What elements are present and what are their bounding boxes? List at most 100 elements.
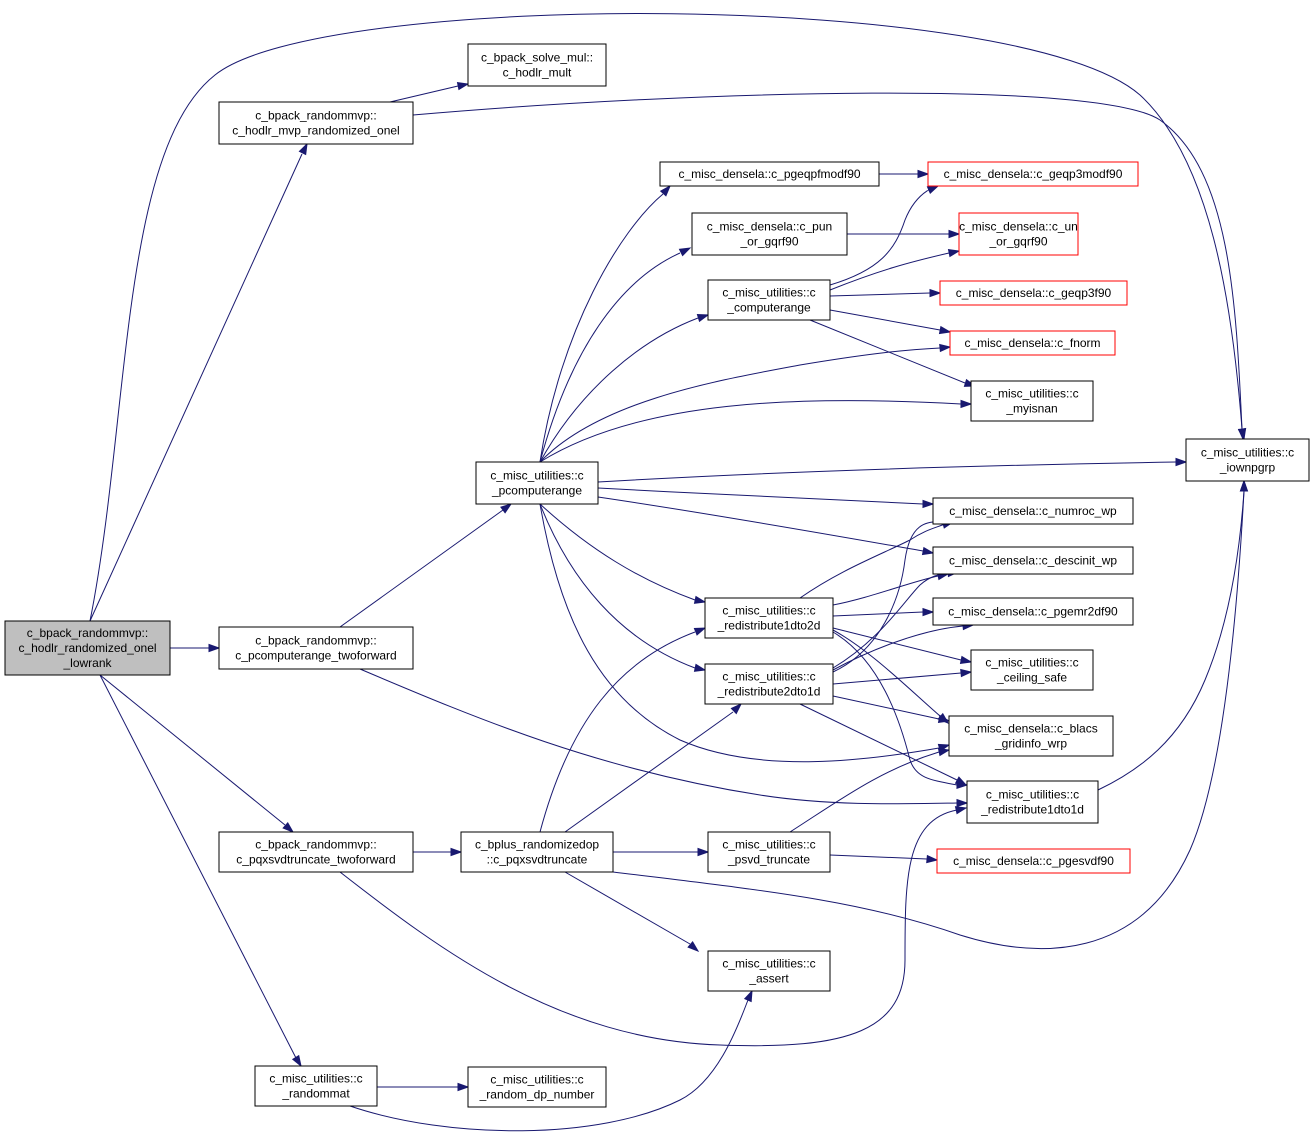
node-box [949,330,1116,356]
node-redist2d1d[interactable]: c_misc_utilities::c_redistribute2dto1d [704,663,834,705]
node-label: c_misc_densela::c_geqp3modf90 [944,167,1123,181]
arrow-head [208,643,221,653]
node-fnorm[interactable]: c_misc_densela::c_fnorm [949,330,1116,356]
node-iownpgrp[interactable]: c_misc_utilities::c_iownpgrp [1185,438,1310,482]
node-box [659,161,880,187]
arrow-head [960,399,973,409]
node-hodlr-mvp[interactable]: c_bpack_randommvp::c_hodlr_mvp_randomize… [218,101,414,145]
edge-pcomputerange-myisnan [539,399,973,463]
edge-line [539,252,681,463]
node-geqp3f[interactable]: c_misc_densela::c_geqp3f90 [939,280,1128,306]
node-random-dp[interactable]: c_misc_utilities::c_random_dp_number [467,1066,607,1108]
edge-randommat-random_dp [377,1082,470,1092]
node-label: ::c_pqxsvdtruncate [487,853,588,867]
node-pqxsvd[interactable]: c_bplus_randomizedop::c_pqxsvdtruncate [460,831,614,873]
node-computerange[interactable]: c_misc_utilities::c_computerange [707,279,831,321]
node-label: c_bpack_randommvp:: [255,838,376,852]
node-psvd[interactable]: c_misc_utilities::c_psvd_truncate [707,831,831,873]
edge-line [789,751,940,833]
node-box [927,161,1139,187]
edge-line [389,85,459,103]
edge-line [832,627,962,661]
arrow-head [1175,457,1188,467]
edge-line [597,487,924,505]
edge-root-pqxsvd_two [99,674,295,833]
arrow-head [659,184,672,197]
arrow-head [693,663,707,672]
edge-redist2d1d-pgemr2d [832,621,975,671]
node-assert[interactable]: c_misc_utilities::c_assert [707,950,831,992]
edge-redist1d2d-ceiling [832,627,973,665]
edge-line [832,672,962,685]
arrow-head [926,185,940,195]
node-pgemr2d[interactable]: c_misc_densela::c_pgemr2df90 [932,597,1134,626]
arrow-head [929,288,942,298]
node-label: _iownpgrp [1219,461,1276,475]
node-hodlr-mult[interactable]: c_bpack_solve_mul::c_hodlr_mult [467,43,607,87]
node-label: _redistribute1dto1d [980,803,1084,817]
node-label: c_misc_densela::c_geqp3f90 [956,286,1112,300]
edge-line [412,92,1243,430]
node-box [958,212,1079,256]
node-label: c_misc_densela::c_un [959,220,1078,234]
node-blacs[interactable]: c_misc_densela::c_blacs_gridinfo_wrp [948,715,1114,757]
node-pgesvd[interactable]: c_misc_densela::c_pgesvdf90 [936,848,1131,874]
arrow-head [937,748,951,757]
arrow-head [500,503,513,514]
edge-root-pcomp_two [170,643,221,653]
edge-line [564,711,734,833]
node-myisnan[interactable]: c_misc_utilities::c_myisnan [970,380,1094,422]
node-un-or[interactable]: c_misc_densela::c_un_or_gqrf90 [958,212,1079,256]
call-edges [89,13,1249,1132]
edge-pcomp_two-pcomputerange [339,503,513,628]
arrow-head [922,499,935,509]
node-root[interactable]: c_bpack_randommvp::c_hodlr_randomized_on… [4,620,171,676]
node-box [467,1066,607,1108]
node-label: c_misc_densela::c_pgeqpfmodf90 [678,167,860,181]
arrow-head [678,247,692,257]
arrow-head [298,142,308,156]
arrow-head [948,229,961,239]
node-randommat[interactable]: c_misc_utilities::c_randommat [254,1065,378,1107]
node-label: c_misc_densela::c_pun [707,220,832,234]
node-label: c_misc_densela::c_blacs [964,722,1097,736]
node-pcomp-two[interactable]: c_bpack_randommvp::c_pcomputerange_twofo… [218,626,414,670]
edge-pcomputerange-redist1d2d [539,503,707,604]
node-label: c_misc_utilities::c [722,838,815,852]
node-label: c_hodlr_mult [503,66,572,80]
node-redist1d2d[interactable]: c_misc_utilities::c_redistribute1dto2d [704,597,834,639]
node-ceiling[interactable]: c_misc_utilities::c_ceiling_safe [970,649,1094,691]
arrow-head [693,627,707,636]
node-descinit[interactable]: c_misc_densela::c_descinit_wp [932,546,1134,575]
node-label: _or_gqrf90 [739,235,798,249]
node-label: _gridinfo_wrp [994,737,1067,751]
arrow-head [938,325,952,335]
edge-line [539,400,962,463]
node-label: _or_gqrf90 [988,235,1047,249]
edge-redist1d1d-iownpgrp [1097,479,1249,791]
edge-line [99,674,297,1059]
node-label: c_misc_utilities::c [1201,446,1294,460]
node-geqp3modf[interactable]: c_misc_densela::c_geqp3modf90 [927,161,1139,187]
edge-pcomputerange-descinit [597,496,935,556]
edge-computerange-un_or [829,248,961,291]
edge-computerange-geqp3modf [829,185,940,286]
node-numroc[interactable]: c_misc_densela::c_numroc_wp [932,497,1134,525]
node-label: c_misc_densela::c_descinit_wp [949,554,1117,568]
node-pcomputerange[interactable]: c_misc_utilities::c_pcomputerange [475,461,599,505]
node-label: c_misc_utilities::c [722,286,815,300]
node-redist1d1d[interactable]: c_misc_utilities::c_redistribute1dto1d [966,780,1099,824]
node-label: c_hodlr_randomized_onel [18,641,156,655]
node-box [475,461,599,505]
node-pun[interactable]: c_misc_densela::c_pun_or_gqrf90 [691,212,848,256]
node-pgeqpf[interactable]: c_misc_densela::c_pgeqpfmodf90 [659,161,880,187]
node-label: c_bpack_randommvp:: [255,109,376,123]
node-box [218,101,414,145]
node-label: c_bpack_solve_mul:: [481,51,593,65]
edge-pqxsvd-redist2d1d [564,702,743,833]
arrow-head [959,655,973,665]
edge-line [539,631,696,833]
node-box [460,831,614,873]
node-pqxsvd-two[interactable]: c_bpack_randommvp::c_pqxsvdtruncate_twof… [218,831,414,873]
